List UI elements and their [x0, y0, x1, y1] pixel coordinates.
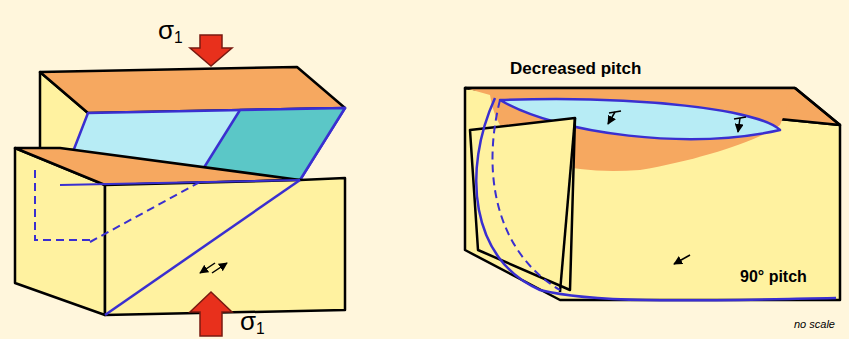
- stress-label: σ1: [240, 307, 265, 337]
- scale-note: no scale: [792, 318, 837, 330]
- pitch-label: Decreased pitch: [510, 60, 641, 79]
- stress-label: σ1: [158, 16, 183, 46]
- pitch-label: 90° pitch: [738, 268, 809, 286]
